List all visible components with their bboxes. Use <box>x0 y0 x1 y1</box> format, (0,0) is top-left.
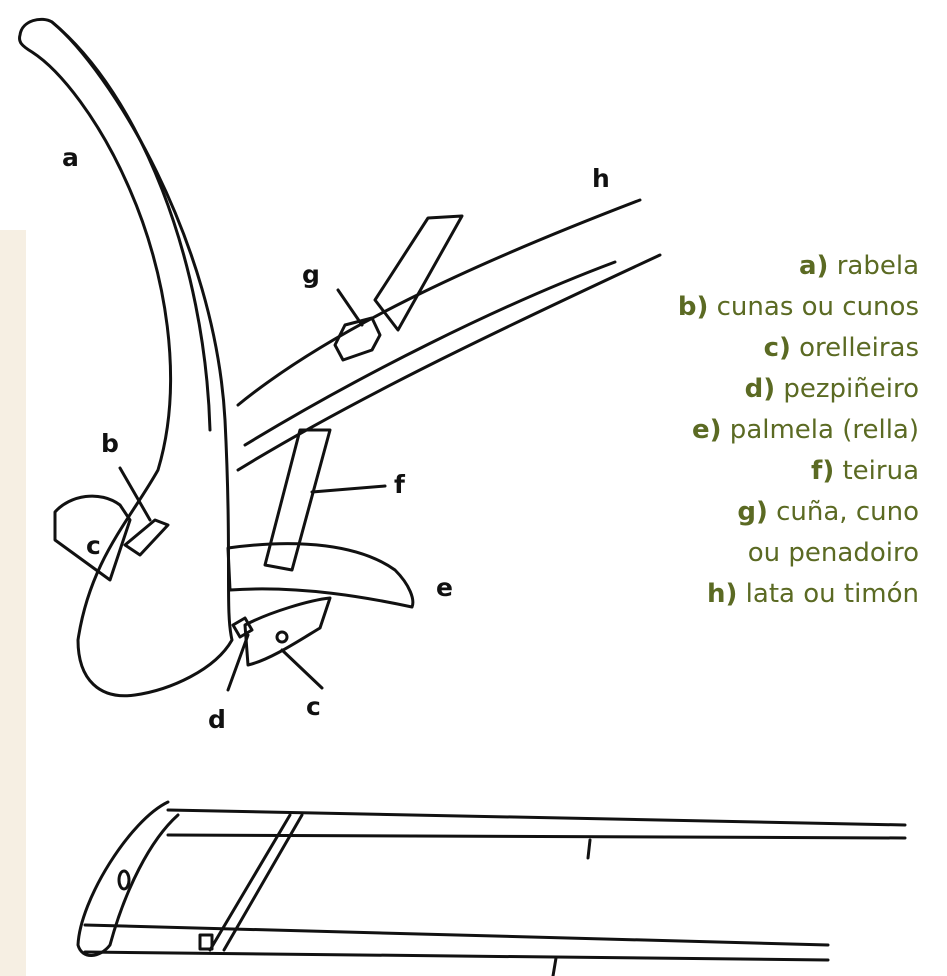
leader-c2 <box>282 650 322 688</box>
frame-peg-1 <box>588 840 590 858</box>
legend-text: ou penadoiro <box>748 538 919 568</box>
rabela-handle <box>20 19 233 695</box>
legend-key: e) <box>692 415 722 445</box>
legend-item-h: h) lata ou timón <box>579 574 919 615</box>
label-a: a <box>62 145 79 170</box>
legend-text: rabela <box>828 251 919 281</box>
legend-item-a: a) rabela <box>579 246 919 287</box>
cuna-wedge <box>375 216 462 330</box>
legend-text: lata ou timón <box>737 579 919 609</box>
label-d: d <box>208 707 226 732</box>
legend-text: orelleiras <box>791 333 919 363</box>
legend-text: palmela (rella) <box>722 415 919 445</box>
label-h: h <box>592 166 610 191</box>
label-b: b <box>101 431 119 456</box>
legend-key: b) <box>678 292 709 322</box>
legend-item-f: f) teirua <box>579 451 919 492</box>
rabela-inner-line <box>52 22 210 430</box>
legend-key: h) <box>707 579 737 609</box>
label-f: f <box>394 472 405 497</box>
teirua <box>265 430 330 570</box>
legend-text: cuña, cuno <box>768 497 919 527</box>
legend-key: g) <box>737 497 768 527</box>
legend-key: a) <box>799 251 828 281</box>
legend-item-g: g) cuña, cuno <box>579 492 919 533</box>
parts-legend: a) rabela b) cunas ou cunos c) orelleira… <box>579 246 919 615</box>
label-g: g <box>302 262 320 287</box>
leader-g <box>338 290 362 325</box>
legend-key: f) <box>811 456 834 486</box>
cuna-wedge-head <box>335 318 380 360</box>
legend-text: pezpiñeiro <box>775 374 919 404</box>
legend-item-e: e) palmela (rella) <box>579 410 919 451</box>
legend-item-d: d) pezpiñeiro <box>579 369 919 410</box>
frame-peg-2 <box>553 958 556 976</box>
label-e: e <box>436 575 453 600</box>
leader-f <box>312 486 385 492</box>
legend-item-c: c) orelleiras <box>579 328 919 369</box>
legend-key: c) <box>764 333 791 363</box>
legend-key: d) <box>745 374 776 404</box>
cunas <box>125 520 168 555</box>
legend-item-g-cont: ou penadoiro <box>579 533 919 574</box>
legend-text: cunas ou cunos <box>708 292 919 322</box>
frame-bottom-bar <box>85 925 828 960</box>
legend-text: teirua <box>834 456 919 486</box>
palmela-share <box>228 544 413 607</box>
label-c-bottom: c <box>306 694 321 719</box>
legend-item-b: b) cunas ou cunos <box>579 287 919 328</box>
label-c-left: c <box>86 533 101 558</box>
